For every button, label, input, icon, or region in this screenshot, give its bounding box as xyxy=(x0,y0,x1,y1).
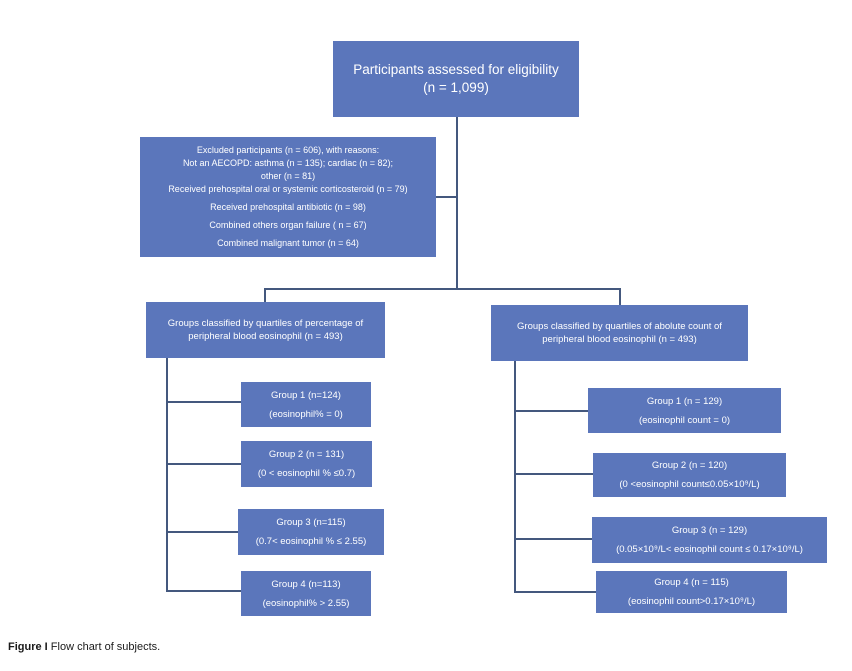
excluded-line: Not an AECOPD: asthma (n = 135); cardiac… xyxy=(182,158,394,168)
connector-line xyxy=(166,463,243,465)
connector-line xyxy=(619,288,621,306)
count-group-1-box: Group 1 (n = 129) (eosinophil count = 0) xyxy=(588,388,781,433)
percentage-group-4-box: Group 4 (n=113) (eosinophil% > 2.55) xyxy=(241,571,371,616)
group-condition: (eosinophil% = 0) xyxy=(269,408,343,420)
connector-line xyxy=(514,591,596,593)
count-branch-line1: Groups classified by quartiles of abolut… xyxy=(517,321,722,332)
eligibility-count: (n = 1,099) xyxy=(423,80,489,95)
excluded-line: Combined others organ failure ( n = 67) xyxy=(209,220,367,230)
percentage-group-3-box: Group 3 (n=115) (0.7< eosinophil % ≤ 2.5… xyxy=(238,509,384,555)
count-group-4-box: Group 4 (n = 115) (eosinophil count>0.17… xyxy=(596,571,787,613)
connector-line xyxy=(514,473,593,475)
percentage-group-2-box: Group 2 (n = 131) (0 < eosinophil % ≤0.7… xyxy=(241,441,372,487)
count-group-3-box: Group 3 (n = 129) (0.05×10⁹/L< eosinophi… xyxy=(592,517,827,563)
figure-caption: Figure I Flow chart of subjects. xyxy=(8,641,160,653)
group-condition: (0 < eosinophil % ≤0.7) xyxy=(257,468,356,479)
group-condition: (eosinophil count>0.17×10⁹/L) xyxy=(627,596,756,607)
connector-line xyxy=(514,538,592,540)
group-title: Group 3 (n = 129) xyxy=(671,525,748,536)
connector-line xyxy=(166,590,241,592)
excluded-line: Excluded participants (n = 606), with re… xyxy=(196,145,380,155)
eligibility-line1: Participants assessed for eligibility xyxy=(353,62,559,77)
connector-line xyxy=(166,531,238,533)
eligibility-box: Participants assessed for eligibility (n… xyxy=(333,41,579,117)
group-condition: (0 <eosinophil count≤0.05×10⁹/L) xyxy=(619,479,760,490)
group-condition: (eosinophil% > 2.55) xyxy=(262,597,350,609)
excluded-line: Received prehospital oral or systemic co… xyxy=(168,184,408,194)
group-title: Group 2 (n = 120) xyxy=(651,460,728,471)
excluded-line: Combined malignant tumor (n = 64) xyxy=(217,238,359,248)
connector-line xyxy=(514,361,516,593)
excluded-box: Excluded participants (n = 606), with re… xyxy=(140,137,436,257)
group-condition: (eosinophil count = 0) xyxy=(638,414,731,426)
percentage-branch-box: Groups classified by quartiles of percen… xyxy=(146,302,385,358)
group-condition: (0.7< eosinophil % ≤ 2.55) xyxy=(255,536,367,547)
figure-caption-text: Flow chart of subjects. xyxy=(47,641,161,653)
percentage-group-1-box: Group 1 (n=124) (eosinophil% = 0) xyxy=(241,382,371,427)
connector-line xyxy=(166,401,241,403)
count-branch-box: Groups classified by quartiles of abolut… xyxy=(491,305,748,361)
count-group-2-box: Group 2 (n = 120) (0 <eosinophil count≤0… xyxy=(593,453,786,497)
group-title: Group 1 (n = 129) xyxy=(646,395,723,407)
count-branch-line2: peripheral blood eosinophil (n = 493) xyxy=(542,334,697,345)
percentage-branch-line2: peripheral blood eosinophil (n = 493) xyxy=(188,331,343,342)
connector-line xyxy=(514,410,588,412)
group-title: Group 1 (n=124) xyxy=(271,389,341,401)
percentage-branch-line1: Groups classified by quartiles of percen… xyxy=(167,318,364,329)
connector-line xyxy=(264,288,621,290)
group-title: Group 4 (n = 115) xyxy=(654,577,729,588)
connector-line xyxy=(456,117,458,290)
group-title: Group 2 (n = 131) xyxy=(268,449,345,460)
excluded-line: Received prehospital antibiotic (n = 98) xyxy=(210,202,366,212)
connector-line xyxy=(264,288,266,303)
excluded-line: other (n = 81) xyxy=(260,171,316,181)
connector-line xyxy=(436,196,456,198)
connector-line xyxy=(166,358,168,592)
group-condition: (0.05×10⁹/L< eosinophil count ≤ 0.17×10⁹… xyxy=(616,544,803,555)
group-title: Group 3 (n=115) xyxy=(276,517,346,528)
figure-caption-label: Figure I xyxy=(8,641,48,653)
group-title: Group 4 (n=113) xyxy=(271,578,341,590)
